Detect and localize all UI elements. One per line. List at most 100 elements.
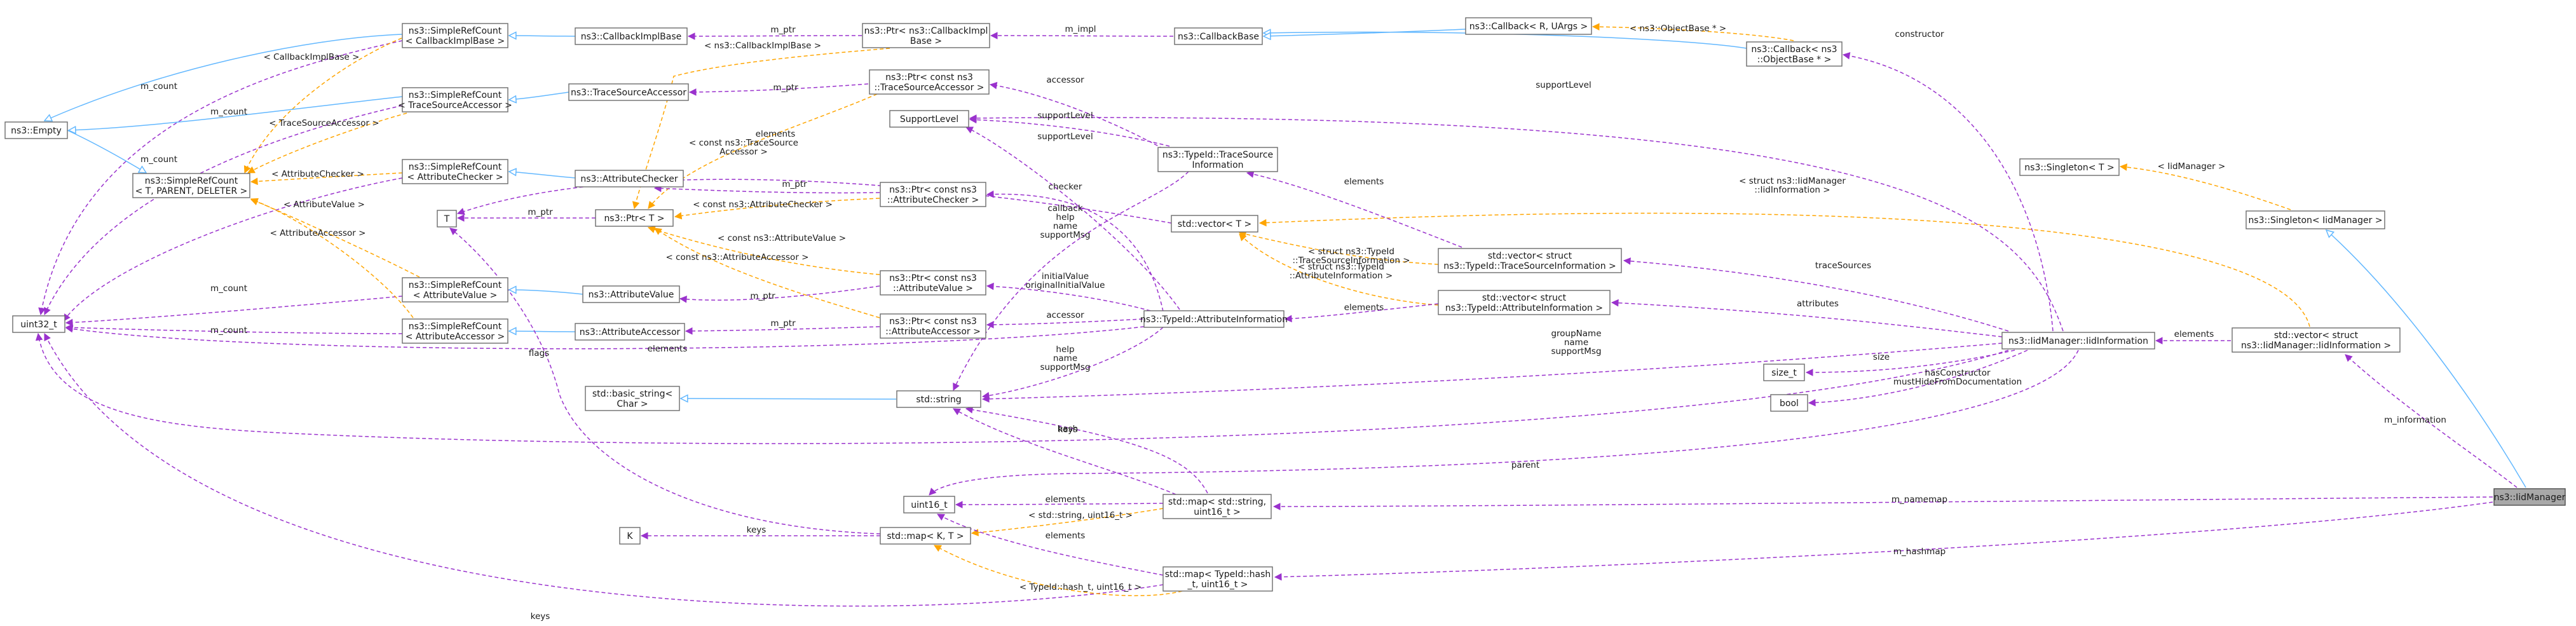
edge-usage	[458, 179, 1172, 224]
class-node-box	[889, 110, 969, 128]
edge-label-line: m_ptr	[750, 291, 775, 301]
edge-label-line: supportMsg	[1040, 230, 1090, 240]
class-node[interactable]: ns3::IidManager::IidInformation	[2001, 332, 2155, 350]
class-node[interactable]: std::map< std::string,uint16_t >	[1162, 494, 1272, 519]
class-node[interactable]: ns3::SimpleRefCount< AttributeChecker >	[402, 159, 508, 184]
class-node[interactable]: ns3::IidManager	[2493, 488, 2566, 506]
edge-label-line: elements	[1344, 177, 1384, 187]
class-node-label: size_t	[1771, 368, 1797, 378]
class-node[interactable]: ns3::SimpleRefCount< TraceSourceAccessor…	[398, 87, 512, 112]
class-node[interactable]: std::vector< T >	[1171, 215, 1258, 233]
class-node-label: ns3::CallbackBase	[1178, 32, 1259, 42]
edge-label-line: m_hashmap	[1893, 547, 1946, 557]
class-node[interactable]: ns3::SimpleRefCount< AttributeValue >	[402, 277, 508, 303]
class-node[interactable]: ns3::Callback< R, UArgs >	[1465, 17, 1592, 35]
edge-label: keys	[1058, 425, 1078, 435]
edge-label: elements	[1344, 177, 1384, 187]
edge-inherit	[509, 172, 576, 179]
class-node[interactable]: ns3::AttributeChecker	[575, 170, 684, 187]
edge-label: m_ptr	[770, 25, 796, 35]
class-node[interactable]: ns3::Ptr< const ns3::AttributeValue >	[880, 270, 986, 296]
class-node-label-line: ns3::TypeId::AttributeInformation >	[1445, 303, 1603, 313]
edge-label: < struct ns3::TypeId::TraceSourceInforma…	[1292, 247, 1410, 266]
edge-label: m_count	[140, 154, 177, 165]
class-node-label: ns3::IidManager::IidInformation	[2008, 336, 2148, 346]
class-node[interactable]: ns3::Ptr< const ns3::AttributeChecker >	[880, 182, 986, 207]
class-node[interactable]: SupportLevel	[889, 110, 969, 128]
class-node-label-line: std::vector< struct	[1488, 251, 1572, 261]
class-node[interactable]: uint32_t	[12, 315, 65, 333]
class-node[interactable]: ns3::Empty	[4, 121, 68, 139]
class-node[interactable]: size_t	[1763, 364, 1805, 381]
class-node[interactable]: K	[619, 527, 641, 545]
class-node[interactable]: ns3::TraceSourceAccessor	[568, 83, 689, 101]
class-node[interactable]: std::map< TypeId::hash_t, uint16_t >	[1162, 566, 1273, 592]
edge-label: m_hashmap	[1893, 547, 1946, 557]
class-node[interactable]: ns3::Ptr< const ns3::AttributeAccessor >	[880, 313, 986, 339]
edge-tmpl	[251, 200, 414, 318]
class-node-box	[880, 527, 971, 545]
class-node-label-line: ns3::SimpleRefCount	[409, 162, 502, 172]
class-node[interactable]: ns3::Ptr< const ns3::TraceSourceAccessor…	[869, 69, 990, 95]
class-node[interactable]: T	[437, 210, 457, 228]
class-node-label-line: ns3::Singleton< IidManager >	[2248, 215, 2382, 226]
class-node[interactable]: ns3::SimpleRefCount< T, PARENT, DELETER …	[132, 173, 250, 198]
class-node-label-line: ns3::TypeId::TraceSourceInformation >	[1443, 261, 1616, 271]
class-node-label-line: ns3::SimpleRefCount	[409, 26, 502, 36]
class-node[interactable]: ns3::Singleton< IidManager >	[2245, 210, 2385, 229]
class-node[interactable]: ns3::Callback< ns3::ObjectBase * >	[1746, 41, 1843, 67]
class-node[interactable]: ns3::AttributeAccessor	[575, 323, 685, 341]
class-node[interactable]: ns3::SimpleRefCount< AttributeAccessor >	[402, 318, 508, 344]
class-node[interactable]: ns3::Singleton< T >	[2019, 158, 2120, 176]
edge-label: attributes	[1797, 299, 1839, 309]
class-node[interactable]: std::map< K, T >	[880, 527, 971, 545]
class-node-box	[568, 83, 689, 101]
edge-usage	[953, 171, 1189, 390]
class-node-box	[1162, 494, 1272, 519]
class-node-label-line: std::vector< T >	[1178, 219, 1251, 229]
class-node[interactable]: std::string	[896, 390, 981, 408]
class-node[interactable]: ns3::CallbackImplBase	[575, 27, 688, 45]
class-node[interactable]: ns3::TypeId::AttributeInformation	[1140, 310, 1288, 328]
class-node[interactable]: uint16_t	[903, 496, 955, 514]
edge-usage	[38, 334, 2009, 444]
class-node[interactable]: ns3::CallbackBase	[1174, 27, 1263, 45]
edge-label-line: flags	[529, 348, 549, 358]
nodes-layer: ns3::IidManager ns3::Singleton< IidManage…	[4, 17, 2566, 592]
edge-label-line: traceSources	[1815, 261, 1871, 271]
class-node-box	[585, 386, 680, 411]
class-node[interactable]: std::basic_string<Char >	[585, 386, 680, 411]
class-node-label-line: T	[444, 214, 450, 224]
class-node[interactable]: ns3::Ptr< T >	[595, 209, 674, 227]
class-node-label-line: bool	[1780, 398, 1799, 409]
class-node[interactable]: bool	[1770, 394, 1808, 412]
class-node-label-line: std::map< TypeId::hash	[1165, 569, 1271, 580]
edge-usage	[966, 126, 1180, 310]
class-node-box	[903, 496, 955, 514]
edge-label: keys	[747, 525, 767, 535]
class-node[interactable]: ns3::AttributeValue	[582, 285, 680, 303]
class-node-label-line: ns3::AttributeChecker	[580, 174, 678, 184]
edge-label: < const ns3::AttributeChecker >	[693, 200, 833, 210]
class-node-label-line: ns3::Empty	[11, 126, 62, 136]
edge-label-line: keys	[531, 611, 550, 622]
edge-label: traceSources	[1815, 261, 1871, 271]
class-node-label-line: ns3::CallbackBase	[1178, 32, 1259, 42]
edge-label: accessor	[1046, 75, 1084, 85]
edge-label-line: < struct ns3::TypeId	[1298, 262, 1384, 272]
class-node-label-line: ::AttributeValue >	[893, 283, 973, 294]
class-node-label: ns3::SimpleRefCount< TraceSourceAccessor…	[398, 90, 512, 111]
edge-usage	[1275, 501, 2493, 577]
class-node-label: ns3::SimpleRefCount< T, PARENT, DELETER …	[135, 176, 248, 196]
edge-tmpl	[1239, 233, 1439, 265]
class-node[interactable]: ns3::SimpleRefCount< CallbackImplBase >	[402, 23, 508, 48]
